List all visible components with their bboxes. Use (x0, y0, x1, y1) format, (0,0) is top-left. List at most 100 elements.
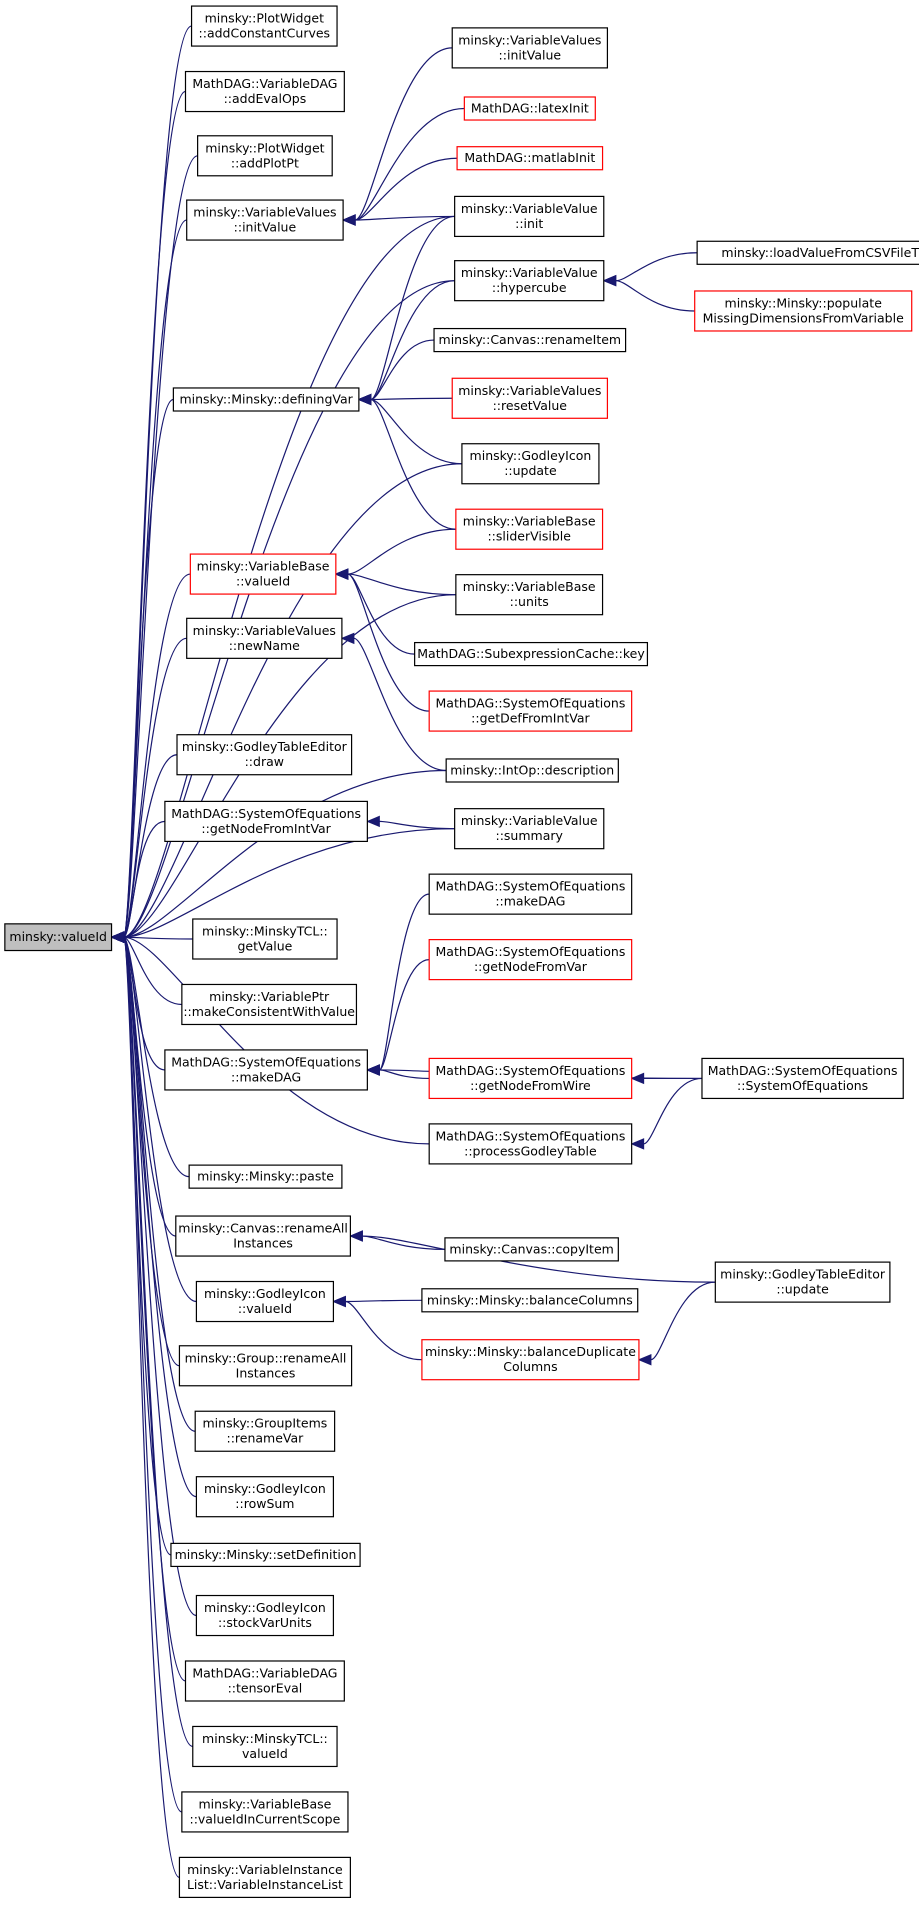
node-label: ::update (504, 463, 557, 478)
node-gitems_rv[interactable]: minsky::GroupItems::renameVar (194, 1410, 336, 1452)
node-vp_mcwv[interactable]: minsky::VariablePtr::makeConsistentWithV… (181, 983, 358, 1026)
node-vb_slider[interactable]: minsky::VariableBase::sliderVisible (455, 508, 604, 550)
node-box (195, 1594, 335, 1637)
node-vil_vil[interactable]: minsky::VariableInstanceList::VariableIn… (178, 1856, 351, 1899)
node-tcl_valueid[interactable]: minsky::MinskyTCL::valueId (192, 1725, 338, 1768)
node-box (461, 443, 600, 485)
node-box (190, 5, 338, 47)
node-label: ::resetValue (493, 398, 568, 413)
node-label: minsky::MinskyTCL:: (202, 1731, 328, 1746)
edge-line (379, 820, 455, 830)
node-gte_update[interactable]: minsky::GodleyTableEditor::update (714, 1261, 891, 1303)
edge-vv_hyper-to-root (110, 280, 455, 943)
node-vv_summary[interactable]: minsky::VariableValue::summary (454, 808, 605, 850)
node-vvs_iv1[interactable]: minsky::VariableValues::initValue (451, 27, 609, 69)
node-load_csv[interactable]: minsky::loadValueFromCSVFileT (696, 240, 919, 265)
node-label: MathDAG::SubexpressionCache::key (417, 646, 645, 661)
node-soe_soe[interactable]: MathDAG::SystemOfEquations::SystemOfEqua… (701, 1057, 904, 1100)
node-box (181, 1791, 349, 1833)
node-box (454, 260, 605, 302)
node-vdag_te[interactable]: MathDAG::VariableDAG::tensorEval (184, 1660, 345, 1702)
node-box (428, 1057, 633, 1100)
edge-line (345, 1300, 422, 1361)
node-box (428, 939, 633, 981)
node-box (696, 240, 919, 265)
node-root[interactable]: minsky::valueId (4, 923, 113, 952)
node-matlab[interactable]: MathDAG::matlabInit (456, 146, 604, 171)
edge-vb_slider-to-vb_valueid (334, 528, 456, 580)
node-soe_pgt[interactable]: MathDAG::SystemOfEquations::processGodle… (428, 1123, 633, 1165)
node-gi_update[interactable]: minsky::GodleyIcon::update (461, 443, 600, 485)
node-box (175, 1215, 351, 1257)
node-label: ::processGodleyTable (464, 1143, 597, 1158)
node-soe_makedag[interactable]: MathDAG::SystemOfEquations::makeDAG (164, 1049, 368, 1091)
node-vdag_aeo[interactable]: MathDAG::VariableDAG::addEvalOps (184, 70, 345, 113)
node-label: ::makeConsistentWithValue (183, 1004, 355, 1019)
node-m_setdef[interactable]: minsky::Minsky::setDefinition (170, 1542, 361, 1568)
node-box (445, 758, 619, 783)
node-soe_makedag2[interactable]: MathDAG::SystemOfEquations::makeDAG (428, 873, 633, 915)
arrowhead-icon (334, 568, 349, 580)
node-c_copy[interactable]: minsky::Canvas::copyItem (444, 1237, 619, 1262)
node-vb_units[interactable]: minsky::VariableBase::units (455, 574, 604, 616)
edge-line (353, 637, 447, 772)
node-label: ::makeDAG (495, 894, 565, 909)
node-populate[interactable]: minsky::Minsky::populateMissingDimension… (694, 290, 913, 332)
edge-gte_update-to-m_baldup (637, 1281, 716, 1366)
node-label: minsky::GodleyTableEditor (720, 1267, 886, 1282)
edge-line (122, 936, 197, 1303)
edge-line (123, 936, 430, 1145)
edge-vv_init-to-defvar (357, 215, 455, 406)
node-vvs_iv2[interactable]: minsky::VariableValues::initValue (186, 199, 344, 241)
node-label: minsky::Minsky::populate (725, 295, 883, 310)
node-vb_valueid[interactable]: minsky::VariableBase::valueId (189, 553, 337, 595)
node-vvs_newname[interactable]: minsky::VariableValues::newName (186, 617, 343, 659)
node-label: ::getNodeFromVar (474, 959, 588, 974)
node-label: minsky::Minsky::paste (197, 1169, 334, 1184)
node-label: valueId (242, 1746, 288, 1761)
node-soe_getdef[interactable]: MathDAG::SystemOfEquations::getDefFromIn… (428, 690, 633, 732)
node-soe_gnfvar[interactable]: MathDAG::SystemOfEquations::getNodeFromV… (428, 939, 633, 981)
edge-line (615, 280, 695, 312)
node-label: minsky::Minsky::setDefinition (175, 1547, 357, 1562)
node-gi_svu[interactable]: minsky::GodleyIcon::stockVarUnits (195, 1594, 335, 1637)
node-gte_draw[interactable]: minsky::GodleyTableEditor::draw (176, 734, 353, 776)
edge-line (123, 280, 455, 938)
node-m_balcol[interactable]: minsky::Minsky::balanceColumns (421, 1288, 639, 1313)
node-soe_gnfiv[interactable]: MathDAG::SystemOfEquations::getNodeFromI… (164, 800, 368, 843)
node-box (694, 290, 913, 332)
node-label: minsky::IntOp::description (450, 762, 614, 777)
node-vv_hyper[interactable]: minsky::VariableValue::hypercube (454, 260, 605, 302)
edge-line (345, 1299, 422, 1303)
node-gi_rowsum[interactable]: minsky::GodleyIcon::rowSum (195, 1476, 335, 1518)
node-m_paste[interactable]: minsky::Minsky::paste (188, 1164, 343, 1189)
node-label: ::valueId (236, 574, 290, 589)
node-label: minsky::VariableValues (458, 32, 601, 47)
node-label: ::getNodeFromIntVar (201, 821, 331, 836)
arrowhead-icon (366, 1064, 380, 1076)
node-vb_vicur[interactable]: minsky::VariableBase::valueIdInCurrentSc… (181, 1791, 349, 1833)
node-pw_acc[interactable]: minsky::PlotWidget::addConstantCurves (190, 5, 338, 47)
node-defvar[interactable]: minsky::Minsky::definingVar (172, 387, 360, 412)
node-vvs_reset[interactable]: minsky::VariableValues::resetValue (451, 377, 609, 419)
node-gi_valueid[interactable]: minsky::GodleyIcon::valueId (195, 1280, 335, 1323)
edge-line (354, 47, 453, 221)
arrowhead-icon (349, 1230, 363, 1242)
node-soe_gnfwire[interactable]: MathDAG::SystemOfEquations::getNodeFromW… (428, 1057, 633, 1100)
node-latex[interactable]: MathDAG::latexInit (463, 96, 596, 121)
node-box (192, 918, 338, 960)
edge-vb_slider-to-defvar (357, 393, 456, 530)
node-label: ::makeDAG (231, 1069, 301, 1084)
edge-line (643, 1077, 702, 1145)
node-intop_desc[interactable]: minsky::IntOp::description (445, 758, 619, 783)
node-tcl_getvalue[interactable]: minsky::MinskyTCL::getValue (192, 918, 338, 960)
node-pw_app[interactable]: minsky::PlotWidget::addPlotPt (197, 135, 333, 177)
node-sec_key[interactable]: MathDAG::SubexpressionCache::key (414, 641, 649, 667)
edge-line (370, 280, 455, 401)
node-vv_init[interactable]: minsky::VariableValue::init (454, 195, 605, 238)
edge-line (122, 398, 174, 938)
node-canvas_ri[interactable]: minsky::Canvas::renameItem (433, 327, 627, 353)
